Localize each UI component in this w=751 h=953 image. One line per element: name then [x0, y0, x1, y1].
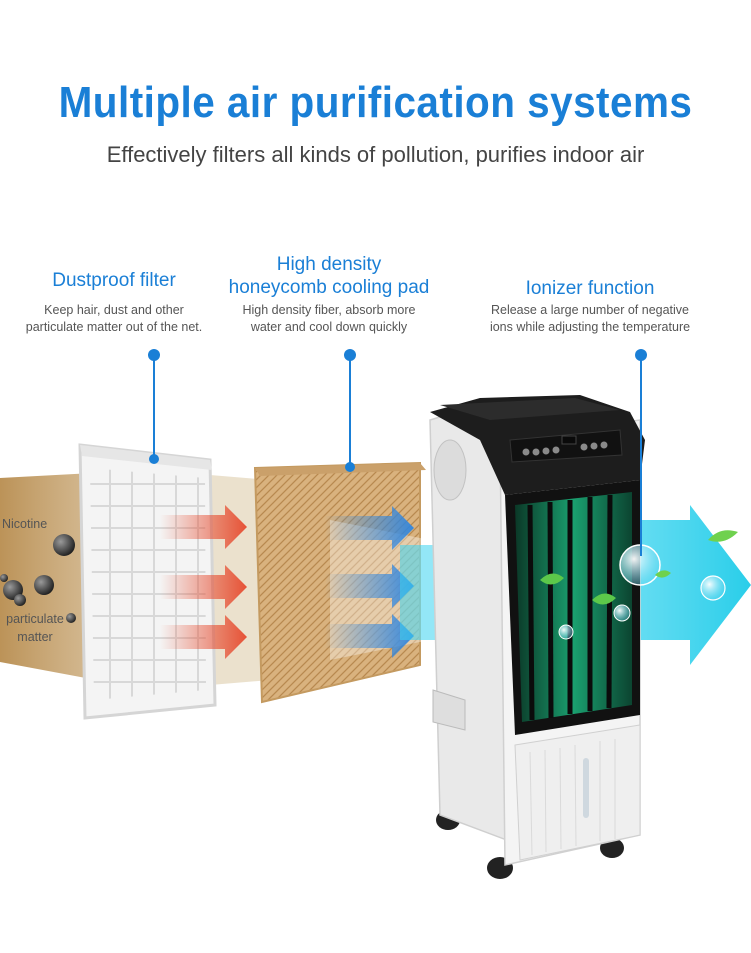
feature-honeycomb-title-line2: honeycomb cooling pad: [228, 277, 430, 298]
pollutant-particles: [0, 534, 76, 623]
negative-ion-bubbles: [558, 544, 726, 640]
feature-dustproof-title: Dustproof filter: [52, 270, 176, 291]
callout-dot-ionizer: [635, 349, 647, 361]
callout-line-ionizer: [640, 356, 642, 556]
heat-arrows: [160, 505, 247, 659]
cool-arrows: [325, 506, 414, 658]
feature-ionizer-desc-line1: Release a large number of negative: [490, 303, 690, 317]
feature-dustproof-desc-line2: particulate matter out of the net.: [25, 320, 203, 334]
feature-honeycomb-desc-line1: High density fiber, absorb more: [242, 303, 416, 317]
feature-ionizer-title: Ionizer function: [525, 278, 655, 299]
feature-honeycomb-title-line1: High density: [276, 254, 382, 275]
label-particulate-line1: particulate: [6, 612, 64, 626]
page-title: Multiple air purification systems: [58, 78, 693, 127]
label-nicotine: Nicotine: [2, 517, 48, 531]
callout-end-dustproof: [149, 454, 159, 464]
page-subtitle: Effectively filters all kinds of polluti…: [106, 142, 645, 167]
callout-line-honeycomb: [349, 356, 351, 466]
feature-ionizer-desc-line2: ions while adjusting the temperature: [489, 320, 691, 334]
callout-end-honeycomb: [345, 462, 355, 472]
label-particulate-line2: matter: [17, 630, 53, 644]
feature-honeycomb-desc-line2: water and cool down quickly: [250, 320, 408, 334]
callout-dot-dustproof: [148, 349, 160, 361]
feature-dustproof-desc-line1: Keep hair, dust and other: [44, 303, 184, 317]
leaf-icons: [540, 530, 738, 605]
callout-dot-honeycomb: [344, 349, 356, 361]
air-cooler-image: [429, 395, 645, 879]
callout-line-dustproof: [153, 356, 155, 456]
